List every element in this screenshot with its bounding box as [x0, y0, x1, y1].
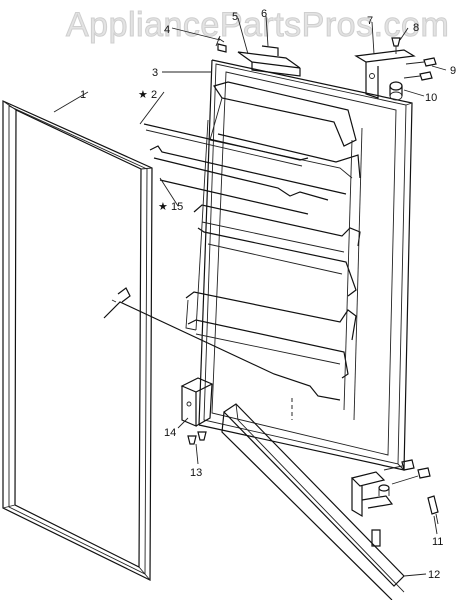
label-part-14: 14: [164, 427, 176, 439]
label-part-7: 7: [367, 15, 373, 27]
label-star-15: ★: [158, 201, 168, 213]
handle-rod: [103, 287, 341, 401]
bottom-hinge: [350, 459, 439, 547]
bottom-trim: [221, 403, 405, 600]
handle-bracket: [180, 377, 214, 445]
label-part-4: 4: [164, 24, 170, 36]
label-part-15: 15: [171, 201, 183, 213]
door-gasket: [2, 100, 153, 581]
label-part-12: 12: [428, 569, 440, 581]
label-part-13: 13: [190, 467, 202, 479]
part-labels: 1 ★ 2 3 4 5 6 7 8 9 10 11 12 13 14 ★ 15: [80, 8, 456, 581]
door-liner: [185, 59, 413, 471]
label-part-2: 2: [151, 89, 157, 101]
top-hinge: [215, 35, 301, 77]
label-star-2: ★: [138, 89, 148, 101]
label-part-1: 1: [80, 89, 86, 101]
shelf-rods: [143, 123, 347, 215]
label-part-3: 3: [152, 67, 158, 79]
label-part-9: 9: [450, 65, 456, 77]
label-part-11: 11: [432, 536, 443, 548]
leader-lines: [53, 15, 447, 577]
label-part-8: 8: [413, 22, 419, 34]
label-part-6: 6: [261, 8, 267, 20]
watermark: AppliancePartsPros.com: [65, 6, 450, 45]
label-part-5: 5: [232, 11, 238, 23]
right-hinge-top: [354, 37, 437, 101]
label-part-10: 10: [425, 92, 437, 104]
